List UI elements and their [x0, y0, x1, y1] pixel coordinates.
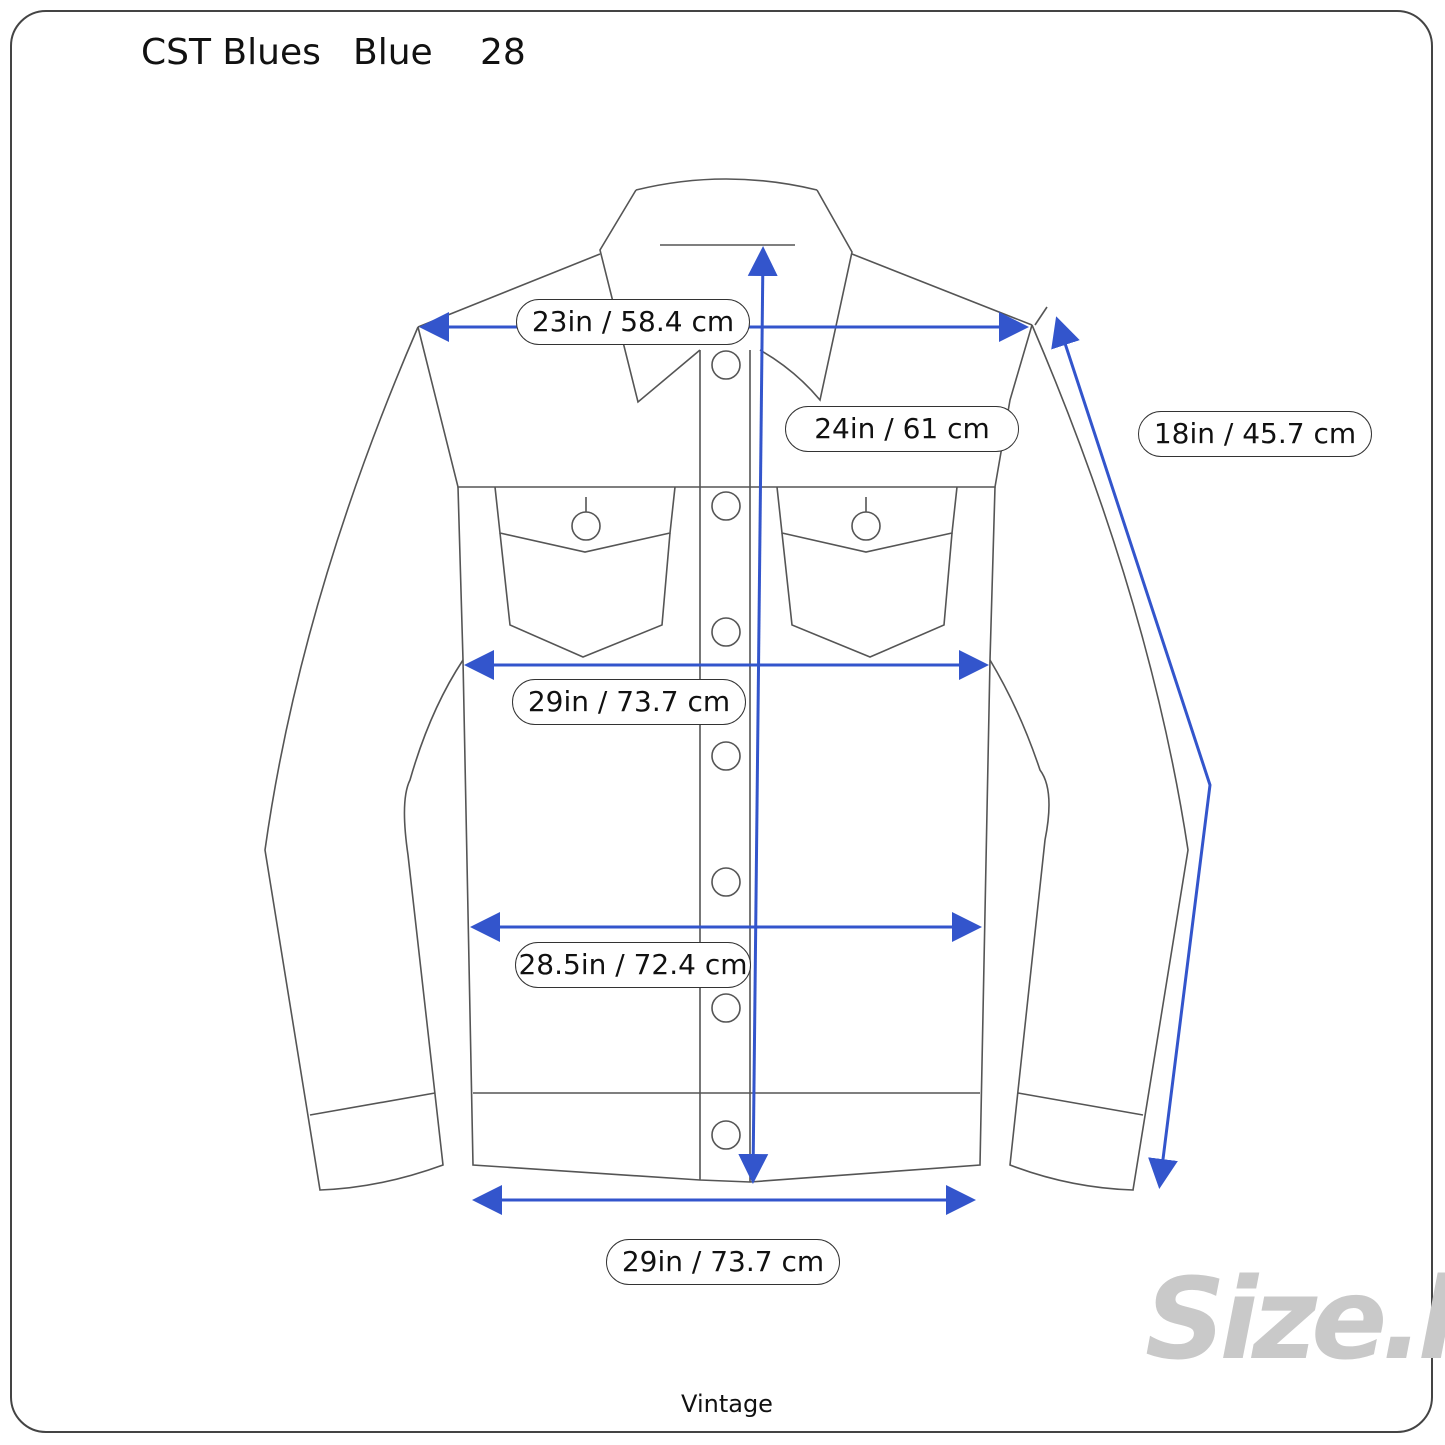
brand-label: CST Blues: [141, 32, 321, 73]
button: [711, 1120, 741, 1150]
color-label: Blue: [353, 32, 433, 73]
button: [711, 867, 741, 897]
button: [711, 617, 741, 647]
length-measurement: 24in / 61 cm: [785, 406, 1019, 452]
measurement-arrows: [419, 246, 1212, 1215]
sleeve-measurement: 18in / 45.7 cm: [1138, 411, 1372, 457]
waist-measurement: 28.5in / 72.4 cm: [515, 942, 751, 988]
button: [711, 491, 741, 521]
length-arrow: [738, 246, 778, 1184]
frame: [10, 10, 1433, 1433]
shoulder-measurement: 23in / 58.4 cm: [516, 299, 750, 345]
footer-label: Vintage: [681, 1390, 773, 1418]
hem-measurement: 29in / 73.7 cm: [606, 1239, 840, 1285]
button: [711, 741, 741, 771]
sizely-logo: Size.ly: [1145, 1255, 1445, 1385]
buttons: [571, 350, 881, 1150]
sleeve-arrow: [1051, 316, 1212, 1189]
pocket-button: [571, 511, 601, 541]
button: [711, 993, 741, 1023]
button: [711, 350, 741, 380]
pocket-button: [851, 511, 881, 541]
chest-measurement: 29in / 73.7 cm: [512, 679, 746, 725]
size-label: 28: [480, 32, 526, 73]
